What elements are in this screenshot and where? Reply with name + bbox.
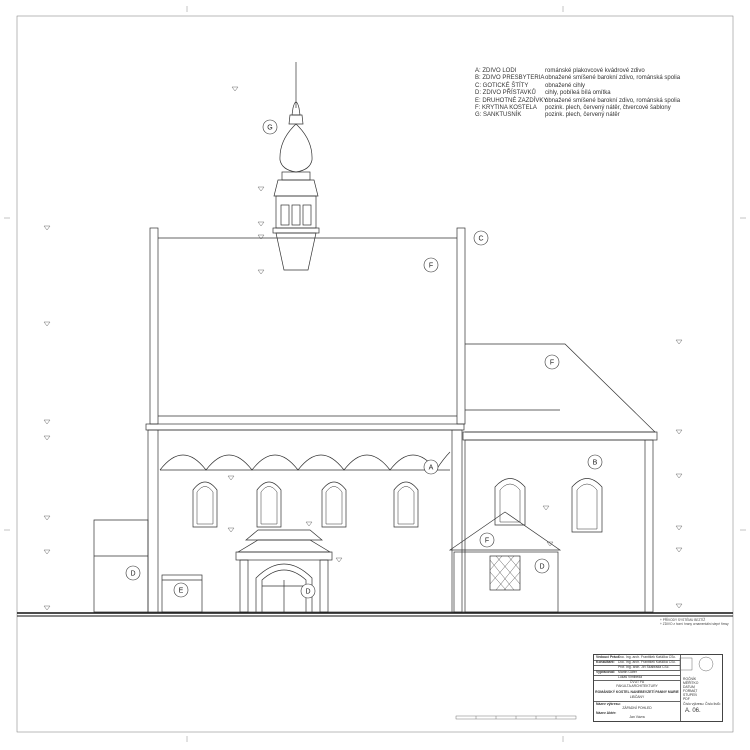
callout-d-left — [125, 565, 141, 581]
callout-f-nave-label: F — [429, 263, 433, 270]
callout-f-annex — [479, 532, 495, 548]
tb-row: Prof. Ing. arch. Jiří Škabrada CSc. — [594, 665, 680, 671]
callout-d-right — [534, 558, 550, 574]
callout-c — [473, 230, 489, 246]
tb-row: Konzultant: Doc. Ing. arch. František Ka… — [594, 660, 680, 666]
tb-project: ROMÁNSKÝ KOSTEL NANEBEVZETÍ PANNY MARIE — [595, 690, 679, 694]
left-annex — [93, 519, 149, 613]
title-block: Vedoucí Práce: Doc. Ing. arch. František… — [593, 654, 723, 722]
sanctus-tower — [272, 62, 320, 271]
callout-f-annex-label: F — [485, 538, 489, 545]
presbytery — [462, 343, 658, 613]
tb-drawing-name: ZÁPADNÍ POHLED — [622, 706, 652, 710]
callout-f-presbytery — [544, 354, 560, 370]
callout-d-right-label: D — [539, 564, 544, 571]
nave-gable — [149, 227, 466, 425]
callout-f-presbytery-label: F — [550, 360, 554, 367]
callout-e-label: E — [179, 588, 184, 595]
level-markers — [43, 86, 683, 611]
tb-author-label: Název Aktér: — [596, 711, 617, 715]
callout-e — [173, 582, 189, 598]
note-line: + ZDIVO z horní hrany ornamentální slepé… — [660, 622, 729, 627]
callout-c-label: C — [478, 236, 483, 243]
tb-row: Vypracoval: Martin Gäfer — [594, 670, 680, 676]
nave-windows — [192, 481, 419, 528]
tb-row: Lukáš Vimlbeda — [594, 675, 680, 681]
callout-g — [262, 119, 278, 135]
note-line: + PŘÍVODY SYSTÉMU BEZTÍŽ — [660, 618, 706, 622]
callout-b-label: B — [593, 460, 598, 467]
tb-number: A. 06. — [685, 708, 701, 714]
callout-a — [423, 459, 439, 475]
sacristy-annex — [448, 511, 562, 613]
scale-bar — [455, 715, 577, 720]
tb-department: FAKULTA ARCHITEKTURY — [616, 684, 658, 688]
baroque-portal — [235, 529, 333, 613]
tb-right-column: ROČNÍK MĚŘÍTKO DATUM FORMÁT STUPEŇ PDF Č… — [680, 655, 723, 721]
tb-location: LIBČANY — [629, 695, 645, 699]
callout-d-portal — [300, 583, 316, 599]
tb-drawing-label: Název výkresu: — [596, 702, 621, 706]
nave-wall — [145, 423, 465, 613]
callout-f-nave — [423, 257, 439, 273]
tb-number-label: Číslo výkresu: — [683, 702, 705, 706]
callout-d-portal-label: D — [305, 589, 310, 596]
tb-author: Jan Vávra — [629, 715, 645, 719]
tb-sheet-label: Číslo listů: — [705, 702, 721, 706]
drawing-notes: + PŘÍVODY SYSTÉMU BEZTÍŽ + ZDIVO z horní… — [660, 618, 729, 626]
callout-g-label: G — [267, 125, 272, 132]
callout-d-left-label: D — [130, 571, 135, 578]
stamp-icon — [698, 656, 714, 672]
tb-row: Vedoucí Práce: Doc. Ing. arch. František… — [594, 655, 680, 661]
sheet-frame — [16, 15, 734, 733]
tb-school: ČVUT FA — [629, 680, 645, 684]
callout-b — [587, 454, 603, 470]
callout-a-label: A — [429, 465, 434, 472]
